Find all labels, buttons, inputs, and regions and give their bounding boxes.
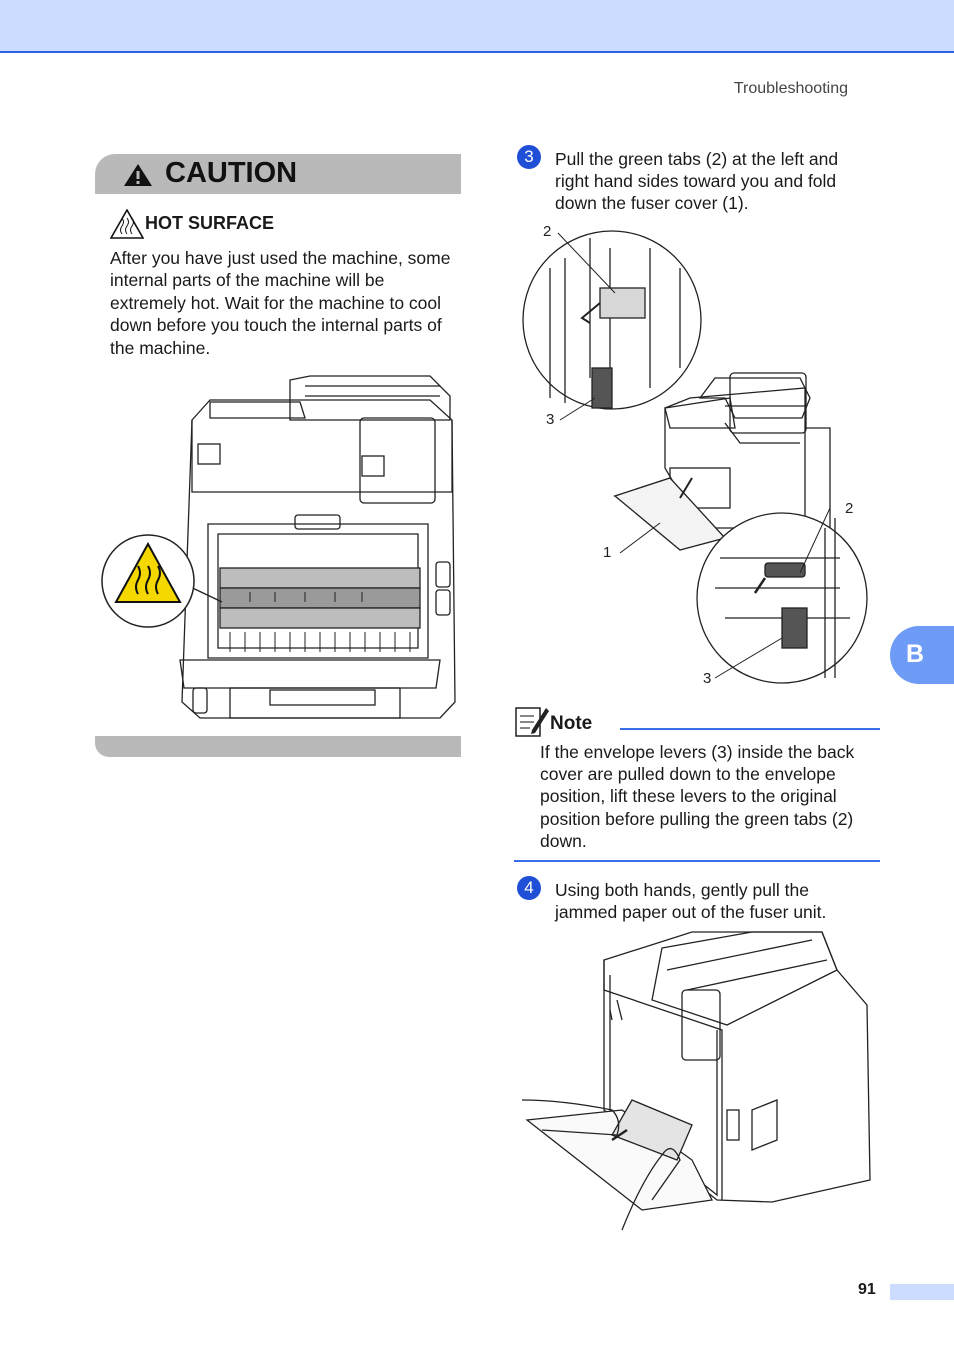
caution-body-text: After you have just used the machine, so…: [110, 248, 451, 358]
note-heading: Note: [550, 713, 593, 734]
note-pencil-icon: [515, 707, 549, 737]
chapter-tab-label: B: [906, 640, 925, 668]
page-number: 91: [858, 1281, 876, 1298]
callout-label: 1: [603, 544, 612, 561]
callout-label: 2: [845, 500, 854, 517]
paper-removal-illustration: [522, 931, 871, 1231]
note-divider: [514, 860, 880, 862]
note-body-text: If the envelope levers (3) inside the ba…: [540, 742, 855, 851]
hot-surface-icon: [110, 209, 144, 239]
callout-label: 3: [546, 411, 555, 428]
footer-band: [890, 1284, 954, 1300]
printer-fuser-illustration: [101, 375, 456, 719]
chapter-tab: [890, 626, 954, 684]
note-divider: [620, 728, 880, 730]
caution-footer-bar: [95, 736, 461, 757]
step-4-text: Using both hands, gently pull the jammed…: [555, 880, 827, 923]
step-3-text: Pull the green tabs (2) at the left and …: [555, 149, 839, 214]
step-number-badge: 4: [517, 876, 541, 900]
fuser-cover-illustration: [522, 230, 868, 684]
running-head: Troubleshooting: [733, 80, 848, 97]
step-number-badge: 3: [517, 145, 541, 169]
caution-title: CAUTION: [165, 157, 298, 189]
callout-label: 2: [543, 223, 552, 240]
callout-label: 3: [703, 670, 712, 687]
hot-surface-heading: HOT SURFACE: [145, 213, 275, 233]
header-band: [0, 0, 954, 53]
caution-header-bar: [95, 154, 461, 194]
warning-icon: [124, 164, 152, 186]
